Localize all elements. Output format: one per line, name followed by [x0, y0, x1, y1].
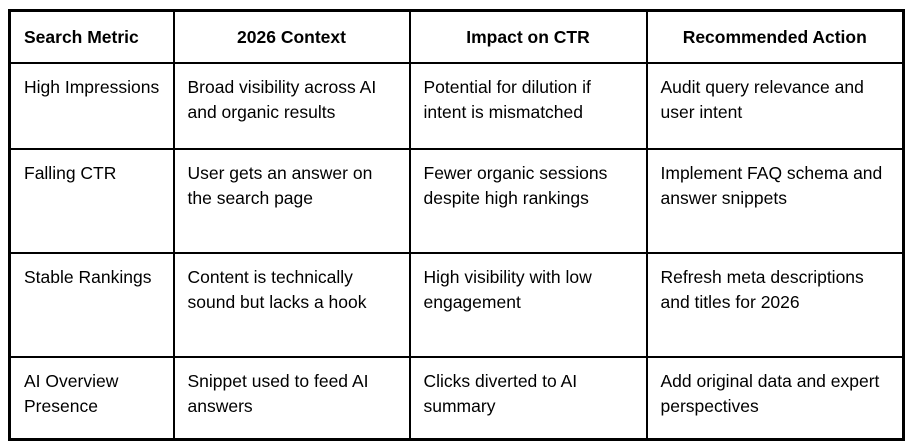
table-row: Stable Rankings Content is technically s…	[8, 252, 905, 358]
column-header-impact-on-ctr: Impact on CTR	[408, 9, 648, 64]
cell-impact-on-ctr: High visibility with low engagement	[408, 252, 648, 358]
column-header-search-metric: Search Metric	[8, 9, 175, 64]
table-row: Falling CTR User gets an answer on the s…	[8, 148, 905, 254]
table-row: AI Overview Presence Snippet used to fee…	[8, 356, 905, 441]
cell-2026-context: Snippet used to feed AI answers	[172, 356, 411, 441]
cell-2026-context: Broad visibility across AI and organic r…	[172, 62, 411, 150]
cell-impact-on-ctr: Potential for dilution if intent is mism…	[408, 62, 648, 150]
column-header-2026-context: 2026 Context	[172, 9, 411, 64]
cell-search-metric: AI Overview Presence	[8, 356, 175, 441]
cell-search-metric: Stable Rankings	[8, 252, 175, 358]
table-row: High Impressions Broad visibility across…	[8, 62, 905, 150]
cell-2026-context: User gets an answer on the search page	[172, 148, 411, 254]
column-header-recommended-action: Recommended Action	[645, 9, 905, 64]
table-header: Search Metric 2026 Context Impact on CTR…	[8, 9, 905, 64]
table-body: High Impressions Broad visibility across…	[8, 62, 905, 441]
cell-search-metric: Falling CTR	[8, 148, 175, 254]
cell-impact-on-ctr: Clicks diverted to AI summary	[408, 356, 648, 441]
cell-recommended-action: Implement FAQ schema and answer snippets	[645, 148, 905, 254]
cell-impact-on-ctr: Fewer organic sessions despite high rank…	[408, 148, 648, 254]
search-metric-ctr-table: Search Metric 2026 Context Impact on CTR…	[8, 9, 905, 441]
cell-recommended-action: Refresh meta descriptions and titles for…	[645, 252, 905, 358]
cell-recommended-action: Audit query relevance and user intent	[645, 62, 905, 150]
cell-recommended-action: Add original data and expert perspective…	[645, 356, 905, 441]
cell-2026-context: Content is technically sound but lacks a…	[172, 252, 411, 358]
cell-search-metric: High Impressions	[8, 62, 175, 150]
table-header-row: Search Metric 2026 Context Impact on CTR…	[8, 9, 905, 64]
